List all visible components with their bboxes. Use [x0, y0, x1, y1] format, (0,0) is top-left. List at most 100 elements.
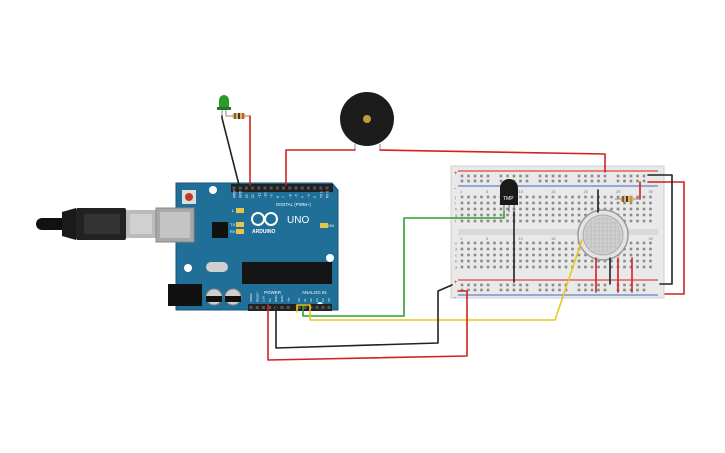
- header-pin[interactable]: [300, 186, 304, 190]
- breadboard-hole: [564, 265, 568, 269]
- wire-buzzer-signal[interactable]: [285, 149, 356, 186]
- header-pin[interactable]: [294, 186, 298, 190]
- breadboard-hole: [577, 207, 581, 211]
- header-pin[interactable]: [249, 306, 253, 309]
- header-pin[interactable]: [325, 186, 329, 190]
- temperature-sensor[interactable]: TMP: [500, 179, 518, 212]
- breadboard-hole: [571, 207, 574, 211]
- breadboard-hole: [480, 207, 483, 211]
- header-pin[interactable]: [286, 306, 290, 309]
- breadboard-hole: [571, 259, 574, 263]
- breadboard-hole: [584, 174, 587, 178]
- breadboard-hole: [473, 174, 477, 178]
- analog-pin-label: A3: [315, 298, 319, 302]
- header-pin[interactable]: [280, 306, 284, 309]
- breadboard-hole: [558, 288, 561, 292]
- wire-temp-signal[interactable]: [302, 211, 505, 317]
- header-pin[interactable]: [238, 186, 242, 190]
- breadboard-hole: [636, 213, 639, 217]
- breadboard-resistor[interactable]: [615, 196, 639, 202]
- wire-5v[interactable]: [267, 290, 468, 361]
- wire-gas-signal[interactable]: [296, 239, 583, 321]
- breadboard-hole: [538, 174, 542, 178]
- breadboard-hole: [571, 201, 574, 205]
- breadboard-hole: [538, 259, 542, 263]
- column-number: 30: [649, 189, 654, 194]
- digital-pin-label: GND: [239, 190, 243, 198]
- header-pin[interactable]: [251, 186, 255, 190]
- breadboard-hole: [649, 207, 652, 211]
- breadboard-hole: [473, 283, 477, 287]
- breadboard-hole: [564, 207, 568, 211]
- breadboard-hole: [486, 195, 490, 199]
- header-pin[interactable]: [306, 186, 310, 190]
- breadboard-hole: [499, 259, 503, 263]
- breadboard-hole: [493, 241, 496, 245]
- header-pin[interactable]: [313, 186, 317, 190]
- gas-sensor[interactable]: [577, 209, 629, 261]
- wire-gnd[interactable]: [275, 284, 453, 349]
- header-pin[interactable]: [268, 306, 272, 309]
- breadboard-hole: [499, 213, 503, 217]
- header-pin[interactable]: [319, 186, 323, 190]
- breadboard-hole: [525, 283, 529, 287]
- header-pin[interactable]: [255, 306, 259, 309]
- power-jack: [168, 284, 202, 306]
- wire-rail-red[interactable]: [647, 181, 685, 295]
- led[interactable]: [217, 95, 231, 116]
- breadboard-hole: [623, 213, 626, 217]
- breadboard-hole: [460, 288, 464, 292]
- header-pin[interactable]: [269, 186, 273, 190]
- led-resistor[interactable]: [226, 113, 250, 119]
- header-pin[interactable]: [303, 306, 307, 309]
- breadboard-hole: [545, 283, 548, 287]
- header-pin[interactable]: [232, 186, 236, 190]
- header-pin[interactable]: [315, 306, 319, 309]
- header-pin[interactable]: [275, 186, 279, 190]
- breadboard-hole: [499, 219, 503, 223]
- power-pin-label: GND: [274, 295, 278, 303]
- breadboard-hole: [467, 259, 470, 263]
- power-pin-label: Vin: [286, 297, 290, 302]
- breadboard-hole: [519, 288, 522, 292]
- arduino-board: UNO ARDUINO DIGITAL (PWM~) POWER ANALOG …: [155, 182, 339, 311]
- header-pin[interactable]: [244, 186, 248, 190]
- breadboard-hole: [486, 288, 490, 292]
- wire-buzzer-breadboard[interactable]: [379, 149, 606, 173]
- breadboard-hole: [551, 247, 555, 251]
- breadboard-hole: [480, 195, 483, 199]
- breadboard-hole: [558, 283, 561, 287]
- wire-rail-black[interactable]: [647, 174, 673, 285]
- breadboard-hole: [642, 174, 646, 178]
- breadboard-hole: [519, 201, 522, 205]
- breadboard-hole: [623, 179, 626, 183]
- breadboard-hole: [616, 195, 620, 199]
- header-pin[interactable]: [257, 186, 261, 190]
- piezo-buzzer[interactable]: [340, 92, 394, 150]
- breadboard-hole: [538, 195, 542, 199]
- breadboard-hole: [532, 247, 535, 251]
- breadboard-hole: [629, 179, 633, 183]
- breadboard-hole: [616, 207, 620, 211]
- breadboard-hole: [584, 201, 587, 205]
- header-pin[interactable]: [282, 186, 286, 190]
- breadboard-hole: [551, 265, 555, 269]
- breadboard-hole: [486, 253, 490, 257]
- breadboard-holes: [460, 174, 652, 292]
- header-pin[interactable]: [288, 186, 292, 190]
- breadboard-hole: [545, 265, 548, 269]
- breadboard-hole: [506, 174, 509, 178]
- wire-led-gnd[interactable]: [221, 115, 240, 186]
- breadboard-hole: [584, 288, 587, 292]
- header-pin[interactable]: [297, 306, 301, 309]
- column-number: 10: [519, 189, 524, 194]
- header-pin[interactable]: [261, 306, 265, 309]
- header-pin[interactable]: [263, 186, 267, 190]
- header-pin[interactable]: [309, 306, 313, 309]
- breadboard-hole: [558, 174, 561, 178]
- header-pin[interactable]: [327, 306, 331, 309]
- breadboard-hole: [538, 219, 542, 223]
- breadboard-hole: [597, 174, 600, 178]
- header-pin[interactable]: [321, 306, 325, 309]
- breadboard-hole: [629, 241, 633, 245]
